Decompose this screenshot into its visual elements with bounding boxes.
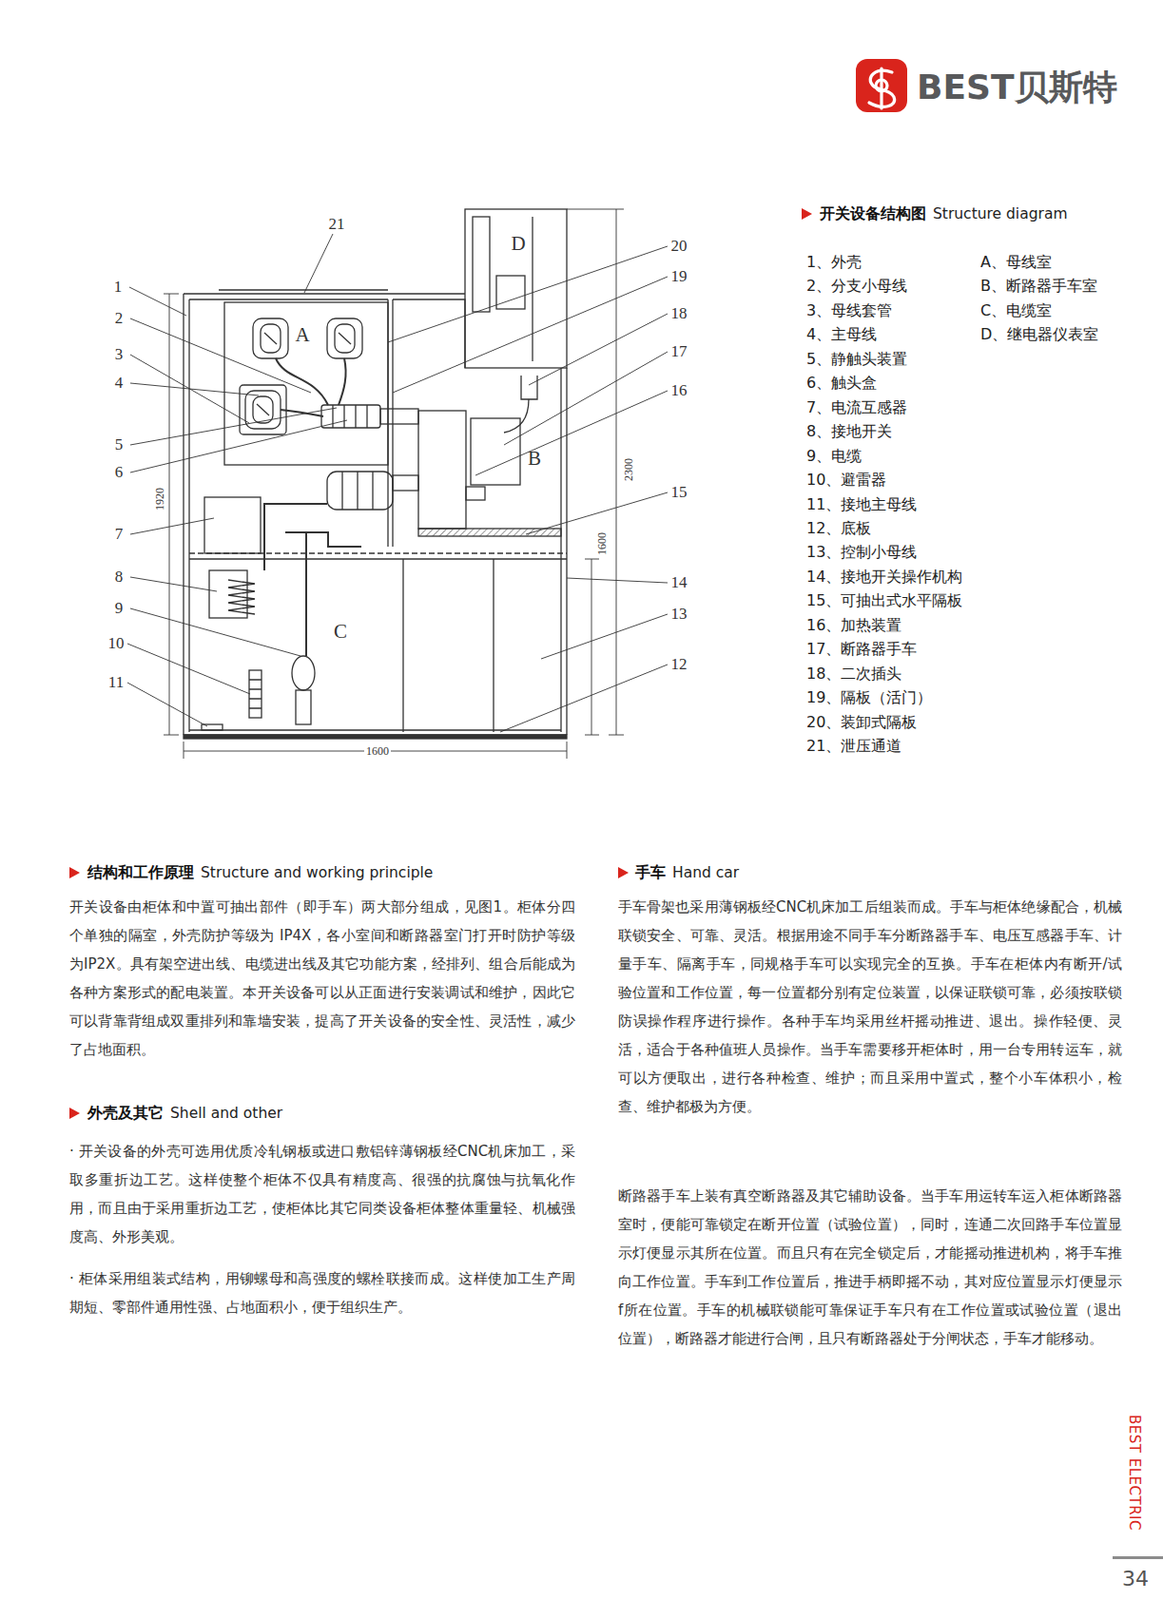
callout-number: 18 <box>671 304 688 324</box>
dimension-label: 1920 <box>153 485 167 513</box>
dimension-label: 1600 <box>364 744 391 758</box>
section-heading: 结构和工作原理 Structure and working principle <box>87 863 433 883</box>
callout-number: 7 <box>115 524 124 544</box>
callout-number: 12 <box>671 655 688 675</box>
part-list-item: 19、隔板（活门） <box>806 687 932 709</box>
leader-lines <box>127 233 668 733</box>
part-list-item: 12、底板 <box>806 518 872 540</box>
paragraph: 开关设备由柜体和中置可抽出部件（即手车）两大部分组成，见图1。柜体分四个单独的隔… <box>69 892 576 1065</box>
callout-number: 21 <box>329 214 346 234</box>
heading-cn: 手车 <box>635 863 666 883</box>
callout-number: 19 <box>671 267 688 287</box>
part-list-item: 9、电缆 <box>806 445 862 467</box>
part-list-item: 13、控制小母线 <box>806 542 917 563</box>
callout-number: 6 <box>115 463 124 483</box>
page-bar <box>1112 1556 1163 1560</box>
compartment-letter: C <box>331 620 349 643</box>
part-list-item: 8、接地开关 <box>806 421 892 443</box>
callout-number: 10 <box>108 634 125 654</box>
part-list-item: 5、静触头装置 <box>806 348 908 370</box>
room-list-item: C、电缆室 <box>980 300 1052 322</box>
compartment-region: D <box>508 231 527 256</box>
callout-number: 17 <box>671 342 688 362</box>
callout-number: 3 <box>115 345 124 365</box>
paragraph: 断路器手车上装有真空断路器及其它辅助设备。当手车用运转车运入柜体断路器室时，便能… <box>618 1182 1123 1354</box>
compartment-region: A <box>292 322 311 348</box>
compartment-region: C <box>331 619 349 644</box>
part-list-item: 10、避雷器 <box>806 469 887 491</box>
part-list-item: 1、外壳 <box>806 251 862 273</box>
room-list-item: A、母线室 <box>980 251 1052 273</box>
part-list-item: 16、加热装置 <box>806 615 902 637</box>
heading-markers <box>69 208 813 1120</box>
section-heading: 外壳及其它 Shell and other <box>87 1104 283 1124</box>
logo-text: BEST贝斯特 <box>916 66 1118 109</box>
callout-number: 13 <box>671 604 688 624</box>
dimension-label: 1600 <box>595 530 609 558</box>
page-number: 34 <box>1122 1567 1149 1592</box>
heading-en: Structure diagram <box>932 204 1067 224</box>
compartment-region: B <box>525 445 543 471</box>
callout-number: 14 <box>671 573 688 593</box>
part-list-item: 7、电流互感器 <box>806 397 908 419</box>
callout-number: 15 <box>671 483 688 503</box>
part-list-item: 20、装卸式隔板 <box>806 712 917 734</box>
heading-en: Structure and working principle <box>200 863 433 883</box>
dimension-lines <box>163 209 624 759</box>
part-list-item: 2、分支小母线 <box>806 275 908 297</box>
logo-icon <box>855 58 908 113</box>
part-list-item: 17、断路器手车 <box>806 639 917 660</box>
heading-en: Shell and other <box>170 1104 283 1124</box>
part-list-item: 11、接地主母线 <box>806 494 917 516</box>
bullet-paragraph: · 开关设备的外壳可选用优质冷轧钢板或进口敷铝锌薄钢板经CNC机床加工，采取多重… <box>69 1137 576 1252</box>
part-list-item: 15、可抽出式水平隔板 <box>806 590 963 612</box>
side-brand: BEST ELECTRIC <box>1125 1414 1144 1532</box>
callout-number: 5 <box>115 435 124 455</box>
callout-number: 11 <box>108 673 124 693</box>
part-list-item: 21、泄压通道 <box>806 736 902 757</box>
callout-number: 8 <box>115 567 124 587</box>
callout-number: 1 <box>114 277 123 297</box>
part-list-item: 18、二次插头 <box>806 663 902 685</box>
heading-cn: 外壳及其它 <box>87 1104 164 1124</box>
part-list-item: 14、接地开关操作机构 <box>806 566 963 588</box>
bullet-paragraph: · 柜体采用组装式结构，用铆螺母和高强度的螺栓联接而成。这样使加工生产周期短、零… <box>69 1264 576 1322</box>
part-list-item: 3、母线套管 <box>806 300 892 322</box>
heading-cn: 结构和工作原理 <box>87 863 194 883</box>
compartment-letter: D <box>508 232 527 255</box>
heading-en: Hand car <box>672 863 739 883</box>
heading-cn: 开关设备结构图 <box>819 204 927 224</box>
part-list-item: 6、触头盒 <box>806 372 877 394</box>
compartment-letter: A <box>292 323 311 347</box>
callout-number: 2 <box>115 309 124 329</box>
paragraph: 手车骨架也采用薄钢板经CNC机床加工后组装而成。手车与柜体绝缘配合，机械联锁安全… <box>618 892 1123 1122</box>
section-heading: 开关设备结构图Structure diagram <box>819 204 1067 224</box>
part-list-item: 4、主母线 <box>806 324 877 346</box>
dimension-label: 2300 <box>621 456 636 484</box>
room-list-item: B、断路器手车室 <box>980 275 1098 297</box>
logo-mark <box>869 68 895 109</box>
callout-number: 9 <box>115 599 124 619</box>
cabinet-outline <box>183 209 567 739</box>
section-heading: 手车 Hand car <box>635 863 739 883</box>
compartment-letter: B <box>525 446 543 470</box>
room-list-item: D、继电器仪表室 <box>980 324 1099 346</box>
callout-number: 20 <box>671 236 688 256</box>
callout-number: 4 <box>115 373 124 393</box>
callout-number: 16 <box>671 381 688 401</box>
